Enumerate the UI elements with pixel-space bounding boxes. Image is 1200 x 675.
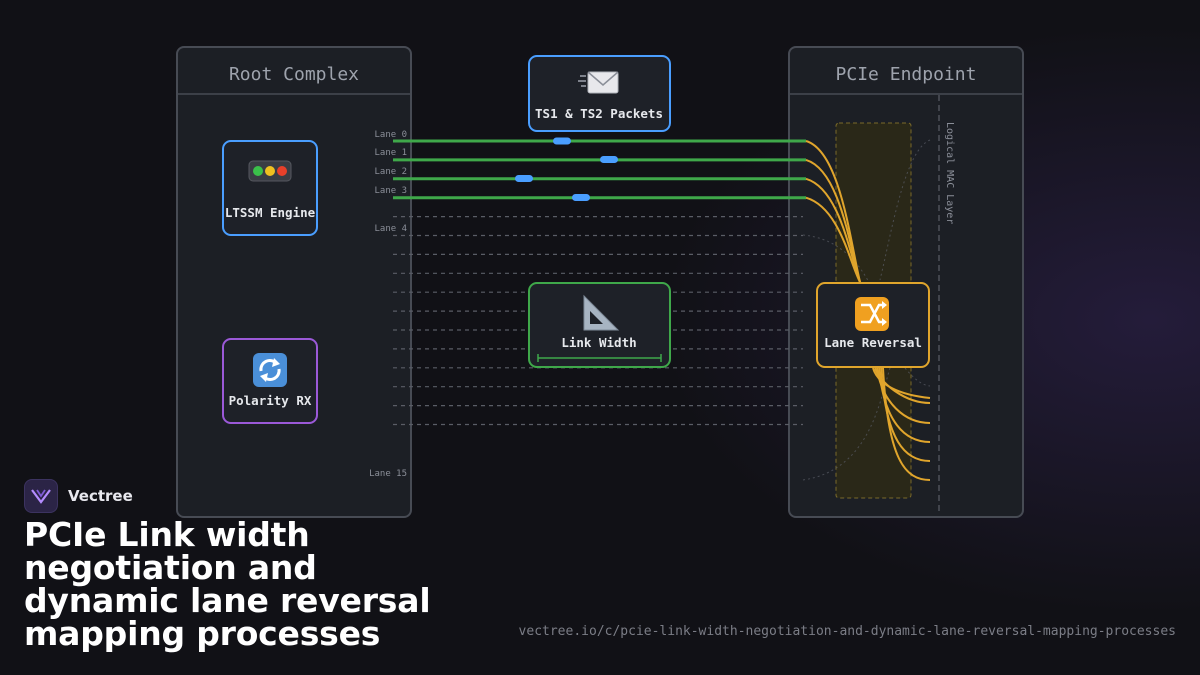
page-title: PCIe Link width negotiation and dynamic … bbox=[24, 515, 431, 653]
link-width-label: Link Width bbox=[561, 335, 636, 350]
polarity-rx-label: Polarity RX bbox=[229, 393, 312, 408]
mapping-curve bbox=[872, 367, 931, 399]
ts-packets-node[interactable]: TS1 & TS2 Packets bbox=[528, 55, 671, 132]
envelope-icon bbox=[578, 71, 619, 94]
packet bbox=[553, 137, 571, 145]
vectree-logo-icon bbox=[24, 479, 58, 513]
polarity-rx-node[interactable]: Polarity RX bbox=[222, 338, 318, 424]
lane-label-2: Lane 2 bbox=[374, 167, 407, 177]
packet bbox=[600, 156, 618, 163]
ltssm-engine-label: LTSSM Engine bbox=[225, 205, 316, 220]
root-complex-title: Root Complex bbox=[229, 64, 359, 85]
mapping-curve bbox=[805, 177, 861, 283]
link-width-node[interactable]: Link Width bbox=[528, 282, 671, 368]
mac-layer-label: Logical MAC Layer bbox=[944, 122, 955, 224]
lane-label-3: Lane 3 bbox=[374, 186, 407, 196]
traffic-light-icon bbox=[248, 160, 292, 182]
page-url[interactable]: vectree.io/c/pcie-link-width-negotiation… bbox=[518, 624, 1176, 639]
guide-curves bbox=[802, 139, 931, 481]
brand-name: Vectree bbox=[68, 487, 133, 505]
packet bbox=[515, 175, 533, 182]
lane-reversal-node[interactable]: Lane Reversal bbox=[816, 282, 930, 368]
endpoint-title: PCIe Endpoint bbox=[836, 64, 977, 85]
shuffle-icon bbox=[855, 297, 889, 331]
packet bbox=[572, 194, 590, 201]
mapping-curve bbox=[805, 196, 861, 283]
root-complex-panel: Root Complex bbox=[176, 46, 412, 518]
mapping-curve bbox=[880, 367, 931, 462]
mapping-curve bbox=[882, 367, 931, 481]
arrows-cycle-icon bbox=[253, 353, 287, 387]
ltssm-engine-node[interactable]: LTSSM Engine bbox=[222, 140, 318, 236]
triangle-ruler-icon bbox=[583, 294, 620, 331]
lane-label-1: Lane 1 bbox=[374, 148, 407, 158]
lane-label-15: Lane 15 bbox=[369, 469, 407, 479]
lane-label-0: Lane 0 bbox=[374, 130, 407, 140]
mapping-curve bbox=[878, 367, 931, 443]
width-bracket bbox=[537, 354, 662, 362]
ts-packets-label: TS1 & TS2 Packets bbox=[535, 106, 663, 121]
brand[interactable]: Vectree bbox=[24, 479, 133, 513]
lane-reversal-label: Lane Reversal bbox=[824, 335, 922, 350]
lane-label-4: Lane 4 bbox=[374, 224, 407, 234]
active-lanes bbox=[393, 139, 806, 200]
lane-mapping-curves bbox=[805, 140, 931, 481]
packets bbox=[515, 137, 618, 201]
